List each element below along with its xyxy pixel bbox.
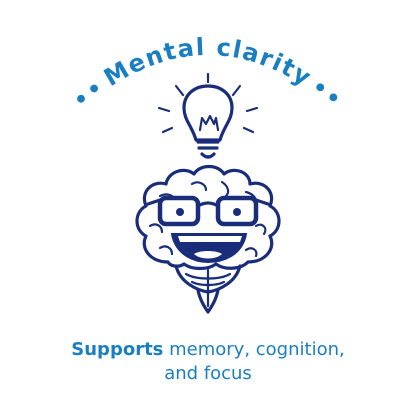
- heading-arc: ••• Mental clarity •••: [0, 0, 347, 114]
- caption-line-1-rest: memory, cognition,: [163, 339, 345, 360]
- caption-line-1: Supports memory, cognition,: [0, 338, 416, 362]
- brain-mascot-icon: [135, 164, 281, 314]
- heading-prefix-dots: •••: [0, 0, 110, 114]
- glasses-icon: [146, 195, 270, 227]
- brain-stem: [174, 264, 242, 314]
- heading-title: Mental clarity: [99, 33, 317, 92]
- caption-emphasis: Supports: [71, 339, 164, 360]
- lightbulb-icon: [157, 72, 259, 159]
- caption-line-2: and focus: [164, 363, 252, 384]
- smile-mouth: [170, 233, 248, 264]
